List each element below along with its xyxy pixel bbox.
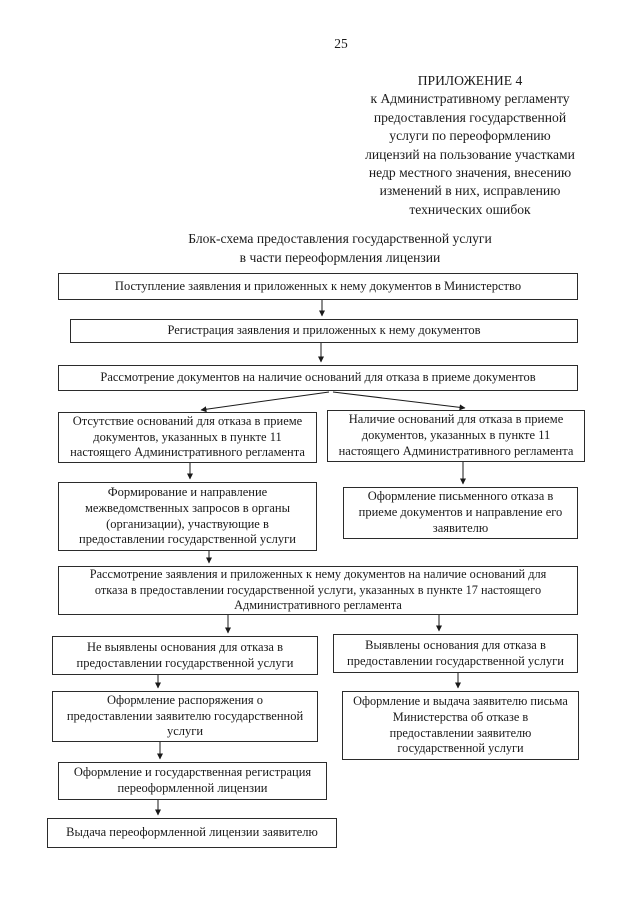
arrow-b3-b4: [200, 391, 330, 413]
diagram-title: Блок-схема предоставления государственно…: [188, 231, 492, 265]
arrow-b3-b5: [332, 391, 466, 411]
flow-box-written-refusal: Оформление письменного отказа в приеме д…: [343, 487, 578, 539]
flow-box-application-registration: Регистрация заявления и приложенных к не…: [70, 319, 578, 343]
flow-box-service-refusal-found: Выявлены основания для отказа в предоста…: [333, 634, 578, 673]
flow-box-interagency-requests: Формирование и направление межведомствен…: [58, 482, 317, 551]
flow-box-license-issuance: Выдача переоформленной лицензии заявител…: [47, 818, 337, 848]
flow-box-refusal-grounds-present: Наличие оснований для отказа в приеме до…: [327, 410, 585, 462]
flow-box-license-registration: Оформление и государственная регистрация…: [58, 762, 327, 800]
appendix-title: ПРИЛОЖЕНИЕ 4: [417, 73, 523, 88]
flow-box-order-issuance: Оформление распоряжения о предоставлении…: [52, 691, 318, 742]
flow-box-review-service-refusal-grounds: Рассмотрение заявления и приложенных к н…: [58, 566, 578, 615]
flow-box-no-refusal-grounds: Отсутствие оснований для отказа в приеме…: [58, 412, 317, 463]
flow-box-no-service-refusal: Не выявлены основания для отказа в предо…: [52, 636, 318, 675]
page-number: 25: [334, 36, 348, 51]
flow-box-application-receipt: Поступление заявления и приложенных к не…: [58, 273, 578, 300]
flow-box-refusal-letter: Оформление и выдача заявителю письма Мин…: [342, 691, 579, 760]
appendix-subtitle: к Административному регламенту предостав…: [365, 91, 575, 217]
flow-box-review-refusal-grounds: Рассмотрение документов на наличие основ…: [58, 365, 578, 391]
appendix-header: ПРИЛОЖЕНИЕ 4 к Административному регламе…: [322, 72, 618, 219]
